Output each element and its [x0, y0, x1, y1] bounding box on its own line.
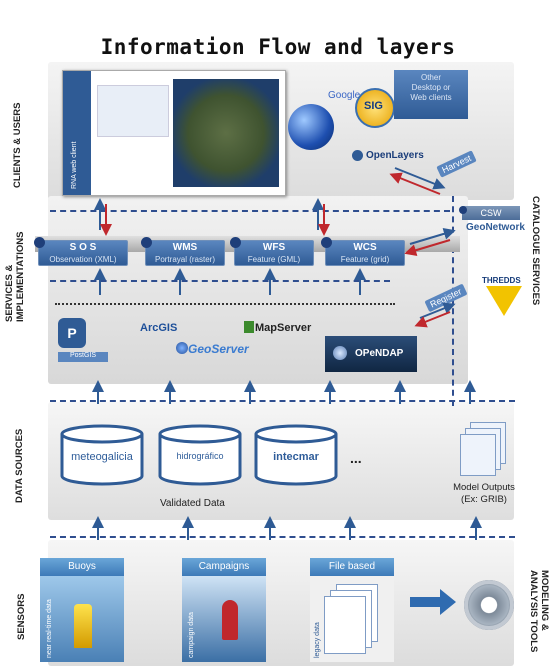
mapserver-label: MapServer — [255, 322, 312, 334]
wcs-dot-icon — [321, 237, 332, 248]
opendap-icon — [333, 346, 347, 360]
google-earth-icon — [288, 104, 334, 150]
geoserver-label: GeoServer — [188, 342, 249, 356]
hidrografico-label: hidrográfico — [176, 451, 224, 461]
db-cylinder-3 — [254, 424, 338, 486]
buoy-icon — [74, 604, 92, 648]
geoserver-icon — [176, 342, 188, 354]
openlayers-label: OpenLayers — [366, 150, 424, 161]
db-cylinder-1 — [60, 424, 144, 486]
geonetwork-label: GeoNetwork — [466, 222, 525, 233]
web-client-screenshot: RNA web client — [62, 70, 286, 196]
service-wms: WMS Portrayal (raster) — [141, 237, 225, 266]
file-based-header: File based — [310, 558, 394, 576]
campaigns-desc: campaign data — [188, 612, 195, 658]
wfs-dot-icon — [230, 237, 241, 248]
meteogalicia-label: meteogalicia — [71, 451, 133, 463]
csw-box: CSW — [462, 206, 520, 220]
opendap-box: OPeNDAP — [325, 336, 417, 372]
client-service-arrows — [94, 167, 456, 328]
arcgis-label: ArcGIS — [140, 322, 178, 334]
gear-icon — [464, 580, 514, 630]
dashed-separator-services — [50, 280, 390, 282]
upward-arrows-impl — [94, 268, 366, 295]
wcs-name: WCS — [353, 242, 377, 253]
dashed-separator-sources — [50, 400, 515, 402]
diagram-title: Information Flow and layers — [100, 35, 456, 59]
postgis-label: PostGIS — [58, 352, 108, 362]
model-output-stack — [460, 422, 506, 476]
wms-desc: Portrayal (raster) — [154, 255, 215, 264]
sensor-buoys: Buoys near real-time data — [40, 558, 124, 662]
buoys-header: Buoys — [40, 558, 124, 576]
upward-arrows-sources — [92, 380, 476, 404]
sos-desc: Observation (XML) — [49, 255, 117, 264]
opendap-label: OPeNDAP — [355, 348, 404, 359]
thredds-icon — [486, 286, 522, 316]
campaigns-header: Campaigns — [182, 558, 266, 576]
wms-dot-icon — [141, 237, 152, 248]
sensor-file-based: File based legacy data — [310, 558, 400, 662]
db-intecmar: intecmar — [254, 424, 338, 486]
wfs-desc: Feature (GML) — [247, 255, 301, 264]
person-icon — [222, 600, 238, 640]
web-client-panel — [97, 85, 169, 137]
sos-name: S O S — [69, 242, 97, 253]
web-client-sidebar — [63, 71, 91, 195]
intecmar-label: intecmar — [273, 451, 319, 463]
dotted-separator — [55, 303, 395, 305]
wfs-name: WFS — [262, 242, 286, 253]
geonetwork-icon — [459, 206, 467, 214]
service-sos: S O S Observation (XML) — [34, 237, 128, 266]
doc-sheet-3 — [324, 596, 366, 654]
mapserver-icon — [244, 321, 254, 333]
google-label: Google — [328, 90, 361, 101]
postgis-icon: P — [58, 318, 86, 348]
wcs-desc: Feature (grid) — [340, 255, 390, 264]
model-outputs-label: Model Outputs (Ex: GRIB) — [453, 482, 515, 505]
validated-data-label: Validated Data — [160, 498, 225, 509]
model-sheet-3 — [460, 434, 496, 476]
thredds-label: THREDDS — [482, 276, 521, 285]
db-meteogalicia: meteogalicia — [60, 424, 144, 486]
wms-name: WMS — [172, 242, 198, 253]
openlayers-icon — [352, 150, 363, 161]
db-cylinder-2 — [158, 424, 242, 486]
data-sources-ellipsis: ... — [350, 450, 362, 466]
upward-arrows-sensors — [92, 516, 482, 540]
file-based-desc: legacy data — [314, 622, 321, 658]
file-to-modeling-arrow — [410, 589, 456, 615]
desktop-clients-box: Other Desktop or Web clients — [394, 70, 468, 119]
sos-dot-icon — [34, 237, 45, 248]
sensor-campaigns: Campaigns campaign data — [182, 558, 266, 662]
buoys-desc: near real-time data — [46, 599, 53, 658]
service-wcs: WCS Feature (grid) — [321, 237, 405, 266]
dashed-separator-sensors — [50, 536, 515, 538]
service-wfs: WFS Feature (GML) — [230, 237, 314, 266]
db-hidrografico: hidrográfico — [158, 424, 242, 486]
web-client-map — [173, 79, 279, 187]
file-stack-icon — [310, 576, 394, 662]
sig-label: SIG — [364, 100, 383, 112]
dashed-separator-top — [50, 210, 450, 212]
